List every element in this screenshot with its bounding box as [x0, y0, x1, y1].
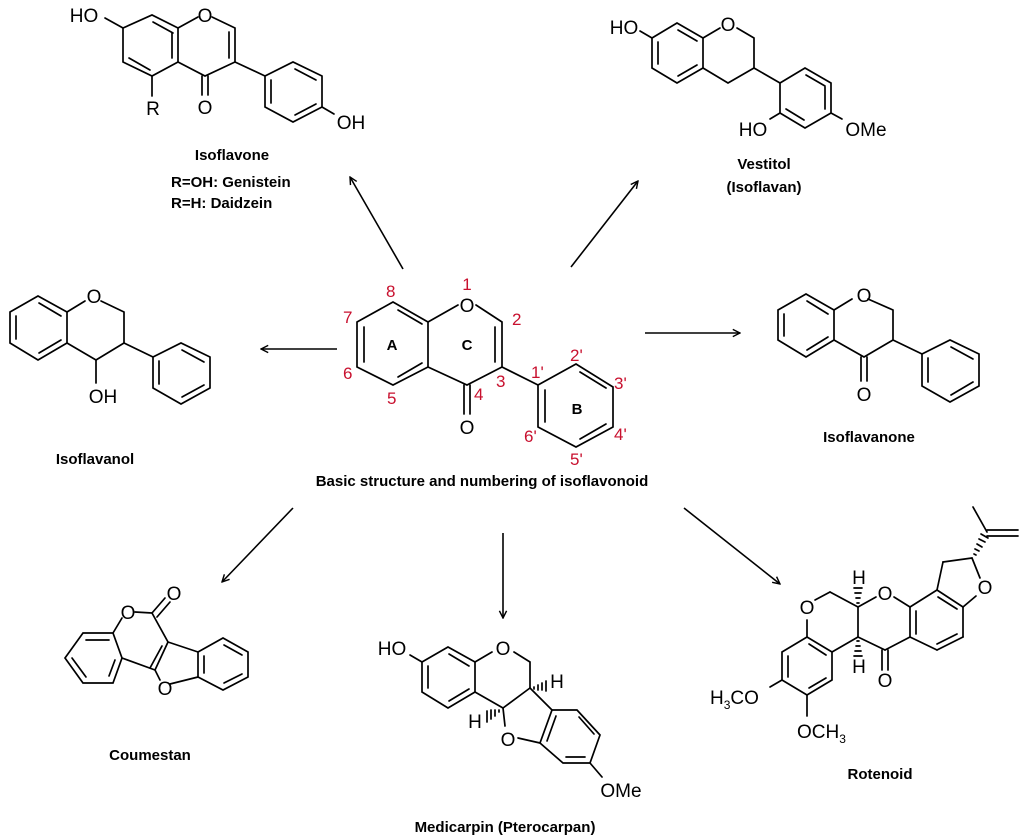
isoflavone-name: Isoflavone — [195, 147, 269, 164]
rotenoid-h-top: H — [852, 568, 866, 589]
arrow-to-isoflavone — [350, 177, 404, 270]
coumestan-o-ring: O — [121, 603, 136, 624]
medicarpin-name: Medicarpin (Pterocarpan) — [415, 819, 596, 836]
position-2: 2 — [512, 310, 521, 329]
isoflavanone-name: Isoflavanone — [823, 429, 915, 446]
core-o4: O — [460, 418, 475, 439]
vestitol-ho7: HO — [610, 18, 639, 39]
ring-label-a: A — [387, 337, 398, 354]
medicarpin-ome: OMe — [600, 781, 641, 802]
ring-label-b: B — [572, 401, 583, 418]
isoflavanol-name: Isoflavanol — [56, 451, 134, 468]
vestitol-name: Vestitol — [737, 156, 790, 173]
compound-isoflavanol-accurate: O OH Isoflavanol — [0, 270, 240, 468]
rotenoid-o-ring2: O — [878, 584, 893, 605]
hash-bond-h-bottom — [853, 640, 863, 657]
vestitol-ome: OMe — [845, 120, 886, 141]
position-6: 6 — [343, 364, 352, 383]
arrow-to-vestitol — [570, 181, 638, 268]
core-isoflavonoid-structure: O O A C B 1 2 3 4 5 6 7 8 1' 2' 3' 4' 5'… — [316, 275, 649, 490]
medicarpin-h11a: H — [468, 712, 482, 733]
position-4: 4 — [474, 385, 483, 404]
compound-isoflavanone: O O Isoflavanone — [777, 286, 980, 446]
position-7: 7 — [343, 308, 352, 327]
hash-bond-11a — [486, 709, 500, 723]
arrow-to-coumestan — [222, 507, 294, 582]
isoflavone-variant-genistein: R=OH: Genistein — [171, 174, 291, 191]
compound-coumestan: O O O Coumestan — [63, 584, 249, 764]
isoflavone-r: R — [146, 99, 160, 120]
rotenoid-o-furan: O — [978, 578, 993, 599]
rotenoid-o-ring1: O — [800, 598, 815, 619]
isoflavanone-o4: O — [857, 385, 872, 406]
compound-isoflavone: HO O O R OH Isoflavone R=OH: Genistein R… — [70, 6, 366, 212]
isoflavone-o1: O — [198, 6, 213, 27]
isoflavanol-o1: O — [87, 287, 102, 308]
hash-bond-isopropenyl — [973, 533, 989, 556]
medicarpin-o5: O — [496, 639, 511, 660]
position-2-prime: 2' — [570, 346, 583, 365]
coumestan-o-carbonyl: O — [167, 584, 182, 605]
vestitol-class: (Isoflavan) — [726, 179, 801, 196]
rotenoid-o-carbonyl: O — [878, 671, 893, 692]
core-caption: Basic structure and numbering of isoflav… — [316, 473, 649, 490]
isoflavone-oh: OH — [337, 113, 366, 134]
medicarpin-o11: O — [501, 730, 516, 751]
arrow-to-rotenoid — [683, 507, 780, 584]
ring-label-c: C — [462, 337, 473, 354]
isoflavone-ho: HO — [70, 6, 99, 27]
isoflavone-variant-daidzein: R=H: Daidzein — [171, 195, 272, 212]
medicarpin-h6a: H — [550, 672, 564, 693]
position-1: 1 — [462, 275, 471, 294]
rotenoid-och3: OCH3 — [797, 722, 846, 746]
isoflavanone-o1: O — [857, 286, 872, 307]
position-5-prime: 5' — [570, 450, 583, 469]
rotenoid-h3co: H3CO — [710, 688, 759, 712]
compound-medicarpin: HO O H H O OMe Medicarpin (Pterocarpan) — [378, 639, 642, 836]
compound-rotenoid: O O O O H H H3CO OCH3 Rotenoid — [710, 506, 1019, 783]
rotenoid-h-bottom: H — [852, 657, 866, 678]
position-8: 8 — [386, 282, 395, 301]
position-5: 5 — [387, 389, 396, 408]
vestitol-ho2p: HO — [739, 120, 768, 141]
position-3-prime: 3' — [614, 374, 627, 393]
position-1-prime: 1' — [531, 363, 544, 382]
medicarpin-ho: HO — [378, 639, 407, 660]
hash-bond-h-top — [853, 587, 863, 604]
core-bonds — [356, 301, 614, 448]
position-3: 3 — [496, 372, 505, 391]
compound-vestitol: HO O HO OMe Vestitol (Isoflavan) — [610, 15, 887, 196]
rotenoid-name: Rotenoid — [848, 766, 913, 783]
coumestan-name: Coumestan — [109, 747, 191, 764]
core-o1: O — [460, 296, 475, 317]
hash-bond-6a — [533, 680, 547, 692]
coumestan-o-furan: O — [158, 679, 173, 700]
reaction-arrows — [222, 177, 780, 618]
position-numbers: 1 2 3 4 5 6 7 8 1' 2' 3' 4' 5' 6' — [343, 275, 627, 469]
isoflavone-bonds — [104, 14, 335, 123]
isoflavanol-oh: OH — [89, 387, 118, 408]
position-6-prime: 6' — [524, 427, 537, 446]
position-4-prime: 4' — [614, 425, 627, 444]
isoflavone-o4: O — [198, 98, 213, 119]
vestitol-bonds — [639, 22, 843, 129]
vestitol-o1: O — [721, 15, 736, 36]
